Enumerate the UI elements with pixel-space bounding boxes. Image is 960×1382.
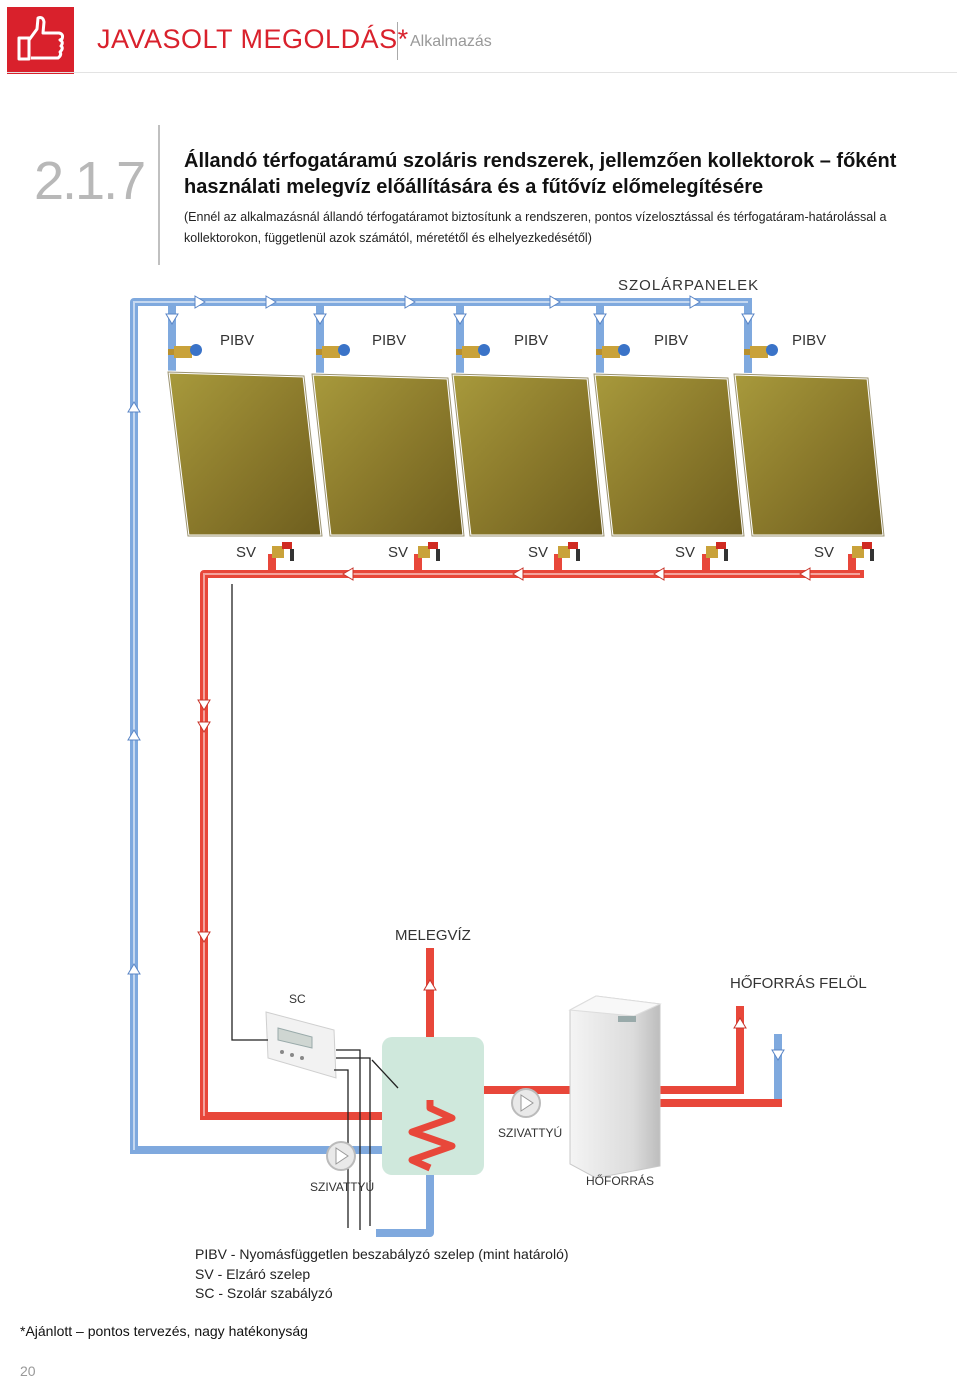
- solar-panel-1: [166, 370, 324, 538]
- footnote: *Ajánlott – pontos tervezés, nagy hatéko…: [20, 1323, 308, 1339]
- sv-label-4: SV: [675, 544, 695, 561]
- pibv-valve-icon-1: [168, 344, 202, 358]
- sv-valve-icon-5: [852, 542, 874, 561]
- solar-panel-5: [732, 372, 886, 538]
- pibv-valve-icon-4: [596, 344, 630, 358]
- legend-code: SV: [195, 1265, 214, 1282]
- legend-text: - Elzáró szelep: [213, 1265, 311, 1282]
- section-number: 2.1.7: [34, 151, 146, 211]
- page-header-title: JAVASOLT MEGOLDÁS*: [97, 24, 409, 54]
- storage-tank: [382, 1037, 484, 1175]
- section-title: Állandó térfogatáramú szoláris rendszere…: [184, 150, 897, 198]
- pump-right-icon: [511, 1088, 541, 1118]
- solar-panel-2: [310, 372, 466, 538]
- legend: PIBV - Nyomásfüggetlen beszabályzó szele…: [195, 1245, 569, 1304]
- hoforras-label: HŐFORRÁS: [586, 1173, 654, 1188]
- pibv-valves: [168, 344, 778, 358]
- heat-source-boiler-icon: [568, 995, 662, 1179]
- legend-item: SV - Elzáró szelep: [195, 1265, 569, 1285]
- pibv-label-5: PIBV: [792, 332, 826, 349]
- legend-text: - Szolár szabályzó: [214, 1285, 333, 1301]
- sv-valve-icon-3: [558, 542, 580, 561]
- solar-panel-4: [592, 372, 746, 538]
- pibv-label-2: PIBV: [372, 332, 406, 349]
- pibv-valve-icon-2: [316, 344, 350, 358]
- flow-arrows: [127, 295, 785, 1061]
- solar-panels: [166, 370, 886, 538]
- sv-valve-icon-1: [272, 542, 294, 561]
- sv-label-1: SV: [236, 544, 256, 561]
- legend-item: SC - Szolár szabályzó: [195, 1284, 569, 1304]
- pibv-label-3: PIBV: [514, 332, 548, 349]
- pibv-label-4: PIBV: [654, 332, 688, 349]
- solar-controller-icon: [265, 1011, 337, 1079]
- page-number: 20: [20, 1363, 36, 1379]
- sv-valves: [272, 542, 874, 561]
- legend-code: SC: [195, 1285, 215, 1301]
- legend-text: - Nyomásfüggetlen beszabályzó szelep (mi…: [226, 1246, 569, 1262]
- sv-valve-icon-4: [706, 542, 728, 561]
- legend-code: PIBV: [195, 1246, 227, 1262]
- pump-left-icon: [326, 1141, 356, 1171]
- legend-item: PIBV - Nyomásfüggetlen beszabályzó szele…: [195, 1245, 569, 1265]
- header-divider: [397, 22, 398, 60]
- page-header-subtitle: Alkalmazás: [410, 33, 492, 50]
- thumbs-up-logo-icon: [7, 7, 74, 74]
- sv-label-5: SV: [814, 544, 834, 561]
- hoforras-felol-label: HŐFORRÁS FELÖL: [730, 974, 867, 992]
- section-description: (Ennél az alkalmazásnál állandó térfogat…: [184, 210, 887, 245]
- pibv-label-1: PIBV: [220, 332, 254, 349]
- pibv-valve-icon-3: [456, 344, 490, 358]
- panels-label: SZOLÁRPANELEK: [618, 277, 759, 294]
- header-rule: [7, 72, 957, 73]
- sv-label-2: SV: [388, 544, 408, 561]
- sensor-wires: [231, 584, 399, 1230]
- melegviz-label: MELEGVÍZ: [395, 927, 471, 944]
- pibv-valve-icon-5: [744, 344, 778, 358]
- section-divider: [158, 125, 160, 265]
- sv-valve-icon-2: [418, 542, 440, 561]
- sc-label: SC: [289, 992, 306, 1006]
- pump-right-label: SZIVATTYÚ: [498, 1125, 562, 1140]
- sv-label-3: SV: [528, 544, 548, 561]
- pump-left-label: SZIVATTYÚ: [310, 1179, 374, 1194]
- solar-panel-3: [450, 372, 606, 538]
